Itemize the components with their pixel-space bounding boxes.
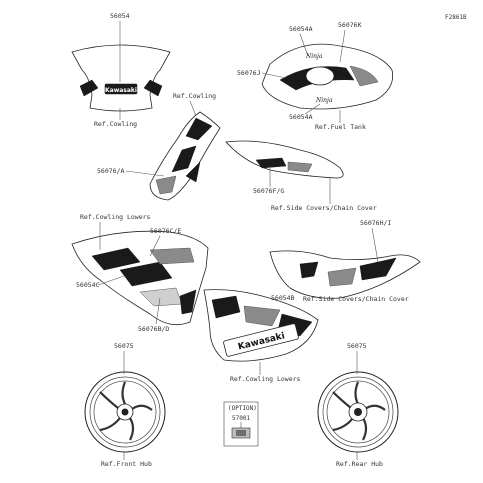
part-57001-label: 57001 xyxy=(232,415,250,422)
part-56076k-label: 56076K xyxy=(338,21,362,29)
part-56076j-label: 56076J xyxy=(237,69,261,77)
part-56076fg-label: 56076F/G xyxy=(253,187,284,195)
rear-wheel-stripe-icon xyxy=(317,371,399,453)
part-56076ce-label: 56076C/E xyxy=(150,227,181,235)
tank-script-top: Ninja xyxy=(305,53,323,60)
ref-rear-hub-label: Ref.Rear Hub xyxy=(336,460,383,468)
ref-side-covers-2-label: Ref.Side Covers/Chain Cover xyxy=(303,295,409,303)
figure-code: F2861B xyxy=(445,14,467,21)
part-56076a-label: 56076/A xyxy=(97,167,124,175)
part-56076hi-leader xyxy=(371,227,379,263)
part-56075-left-label: 56075 xyxy=(114,342,134,350)
option-emblem-icon xyxy=(231,427,251,439)
part-56076j-leader xyxy=(261,72,287,79)
part-56076k-leader xyxy=(339,29,346,63)
ref-fuel-tank-label: Ref.Fuel Tank xyxy=(315,123,366,131)
middle-cowling-decal-icon xyxy=(71,230,209,326)
lower-cowling-decal-icon: Kawasaki xyxy=(203,289,319,362)
ref-front-hub-label: Ref.Front Hub xyxy=(101,460,152,468)
option-label: (OPTION) xyxy=(228,405,257,412)
fuel-tank-decal-icon: Ninja Ninja xyxy=(261,43,394,110)
part-56054a-bottom-label: 56054A xyxy=(289,113,313,121)
part-56054a-top-label: 56054A xyxy=(289,25,313,33)
part-56075-right-label: 56075 xyxy=(347,342,367,350)
part-56076a-leader xyxy=(125,170,165,177)
part-56076hi-label: 56076H/I xyxy=(360,219,391,227)
part-56054a-bottom-leader xyxy=(304,103,321,115)
option-emblem-box: (OPTION) 57001 xyxy=(223,401,259,447)
part-56076ce-leader xyxy=(149,235,161,257)
windscreen-decal-icon: Kawasaki xyxy=(71,44,171,112)
ref-cowling-top-label: Ref.Cowling xyxy=(94,120,137,128)
ref-cowling-mid-leader xyxy=(189,100,197,117)
part-56076bd-leader xyxy=(155,297,161,325)
part-56054b-label: 56054B xyxy=(271,294,295,302)
ref-cowling-mid-label: Ref.Cowling xyxy=(173,92,216,100)
tank-script-bottom: Ninja xyxy=(315,97,333,104)
part-56054-label: 56054 xyxy=(110,12,130,20)
part-56054a-top-leader xyxy=(299,33,309,57)
ref-cowling-lowers-1-label: Ref.Cowling Lowers xyxy=(80,213,151,221)
windscreen-brand-text: Kawasaki xyxy=(105,87,137,94)
tail-cover-decal-icon xyxy=(269,250,421,299)
seat-cowl-decal-icon xyxy=(225,140,344,179)
ref-side-covers-1-label: Ref.Side Covers/Chain Cover xyxy=(271,204,377,212)
part-56054c-label: 56054C xyxy=(76,281,100,289)
ref-cowling-lowers-2-label: Ref.Cowling Lowers xyxy=(230,375,301,383)
upper-cowling-decal-icon xyxy=(149,111,221,201)
front-wheel-stripe-icon xyxy=(84,371,166,453)
part-56076bd-label: 56076B/D xyxy=(138,325,169,333)
part-56054c-leader xyxy=(97,275,125,286)
